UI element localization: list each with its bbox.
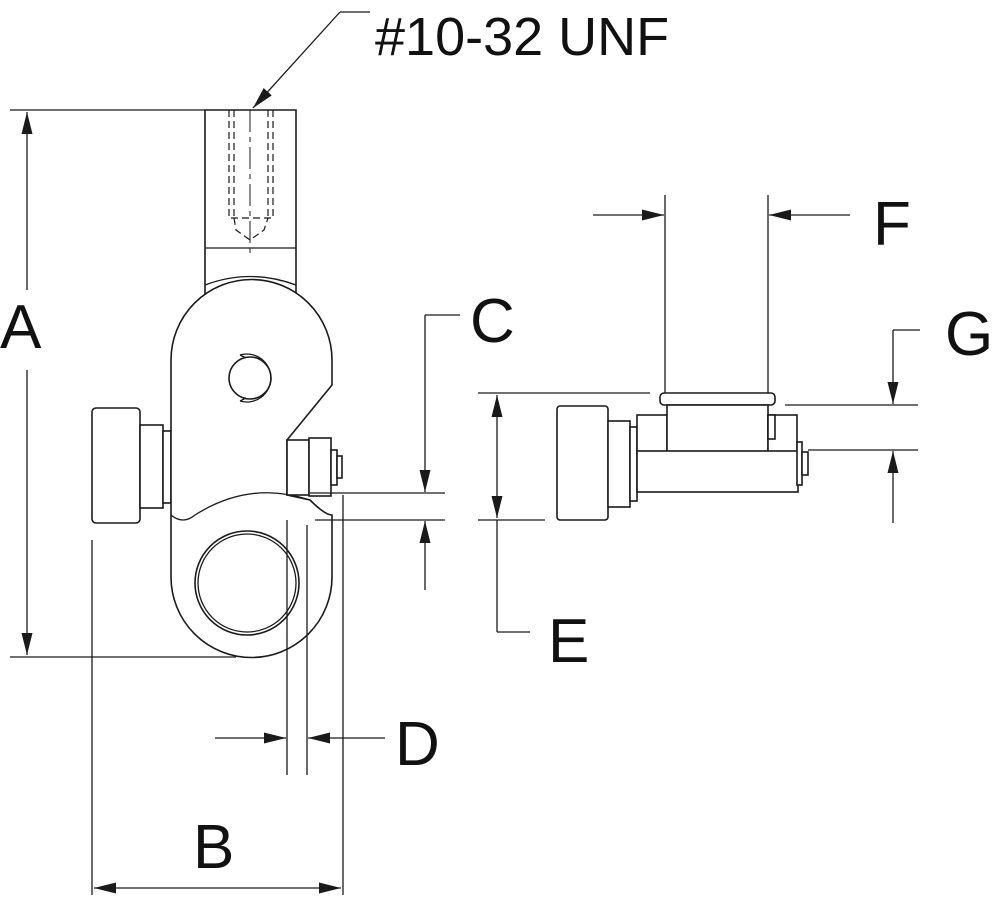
knob-shoulder [162, 430, 172, 504]
thread-note: #10-32 UNF [375, 7, 669, 67]
tube-bore [194, 530, 300, 636]
dimension-c-label: C [470, 287, 515, 356]
pin-hole [228, 356, 272, 400]
dimension-a: A [0, 109, 236, 658]
side-cylinder [636, 450, 799, 493]
dimension-d: D [215, 520, 440, 779]
dimension-b: B [91, 495, 344, 895]
retaining-clip [239, 353, 272, 403]
dimension-a-label: A [0, 293, 42, 362]
side-screw-tip [801, 451, 809, 476]
side-knob [556, 405, 609, 521]
dimension-g: G [785, 300, 993, 523]
dimension-d-label: D [395, 710, 440, 779]
knob [91, 407, 141, 524]
side-knob-shoulder [629, 426, 638, 502]
stud-block [204, 109, 297, 301]
flange [659, 392, 776, 406]
dimension-e: E [478, 392, 650, 676]
dimension-f: F [593, 190, 911, 259]
washer [330, 449, 338, 486]
front-view [91, 109, 343, 659]
knob-collar [139, 424, 164, 509]
side-view [556, 195, 809, 521]
side-knob-collar [607, 420, 631, 508]
screw-shank [286, 439, 310, 496]
screw-tip [336, 455, 343, 479]
dimension-b-label: B [193, 813, 234, 882]
clamp-slot [170, 492, 311, 521]
side-clamp-center [666, 404, 769, 453]
side-clamp-left [636, 414, 668, 453]
dimension-g-label: G [945, 300, 993, 369]
dimension-e-label: E [548, 607, 589, 676]
thread-callout: #10-32 UNF [252, 7, 669, 109]
side-tab [767, 414, 776, 440]
dimension-f-label: F [873, 190, 911, 259]
screw-head [308, 437, 332, 497]
stud-fillet [204, 275, 297, 286]
dimension-c: C [310, 287, 515, 590]
